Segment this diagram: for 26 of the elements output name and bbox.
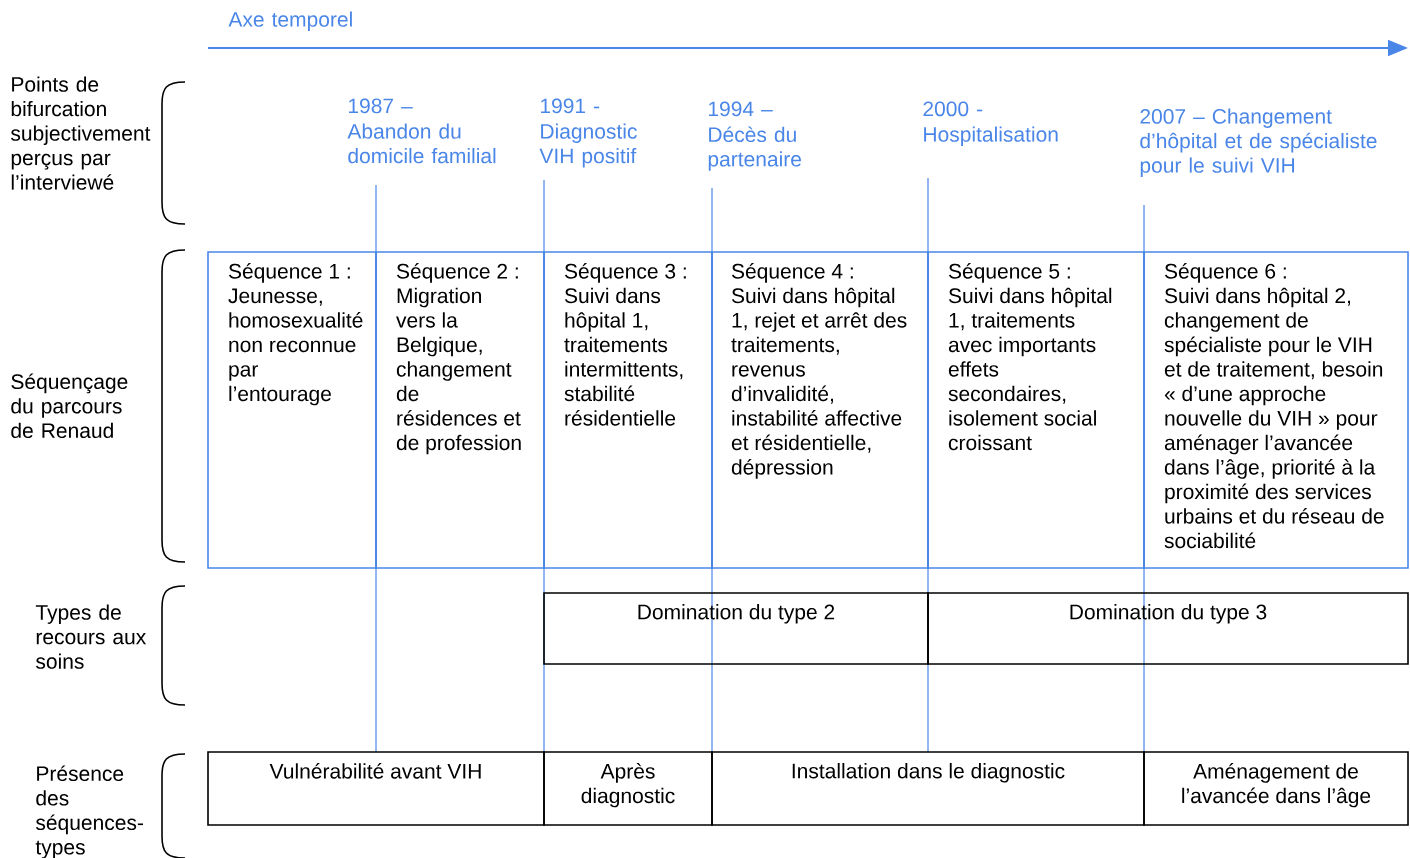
sequence-cell: Séquence 1 : Jeunesse, homosexualité non reconnue par l’entourage	[207, 251, 377, 569]
axis-label: Axe temporel	[228, 11, 352, 31]
row-label: Types de recours aux soins	[35, 604, 146, 669]
event-year: 1987 –	[349, 98, 413, 114]
sequence-type-box: Installation dans le diagnostic	[711, 751, 1145, 826]
event-label: 2007 – Changement d’hôpital et de spécialiste pour le suivi VIH	[1140, 108, 1377, 177]
event-label: Hospitalisation	[924, 126, 1058, 146]
care-type-box: Domination du type 3	[927, 592, 1409, 665]
event-label: Décès du partenaire	[708, 126, 801, 171]
row-label: Séquençage du parcours de Renaud	[11, 373, 128, 439]
sequence-cell: Séquence 3 : Suivi dans hôpital 1, traitements intermittents, stabilité résidentielle	[543, 251, 713, 569]
sequence-cell: Séquence 6 : Suivi dans hôpital 2, changement de spécialiste pour le VIH et de traitement, besoin « d’une approche nouvelle du VIH » pour aménager l’avancée dans l’âge, priorité à la proximité des services urbains et du réseau de sociabilité	[1143, 251, 1409, 569]
event-year: 1991 -	[541, 98, 600, 114]
sequence-cell: Séquence 4 : Suivi dans hôpital 1, rejet et arrêt des traitements, revenus d’invalidité, instabilité affective et résidentielle, dépression	[711, 251, 929, 569]
row-label: Présence des séquences-types	[35, 765, 143, 858]
row-label: Points de bifurcation subjectivement perçus par l’interviewé	[11, 76, 151, 190]
event-year: 2000 -	[923, 101, 983, 117]
sequence-cell: Séquence 5 : Suivi dans hôpital 1, traitements avec importants effets secondaires, isolement social croissant	[927, 251, 1145, 569]
sequence-type-box: Après diagnostic	[543, 751, 713, 826]
event-label: Diagnostic VIH positif	[539, 123, 637, 168]
sequence-type-box: Aménagement de l’avancée dans l’âge	[1143, 751, 1409, 826]
sequence-cell: Séquence 2 : Migration vers la Belgique, changement de résidences et de profession	[375, 251, 545, 569]
event-year: 1994 –	[709, 101, 773, 117]
sequence-type-box: Vulnérabilité avant VIH	[207, 751, 545, 826]
event-label: Abandon du domicile familial	[347, 123, 496, 164]
care-type-box: Domination du type 2	[543, 592, 929, 665]
